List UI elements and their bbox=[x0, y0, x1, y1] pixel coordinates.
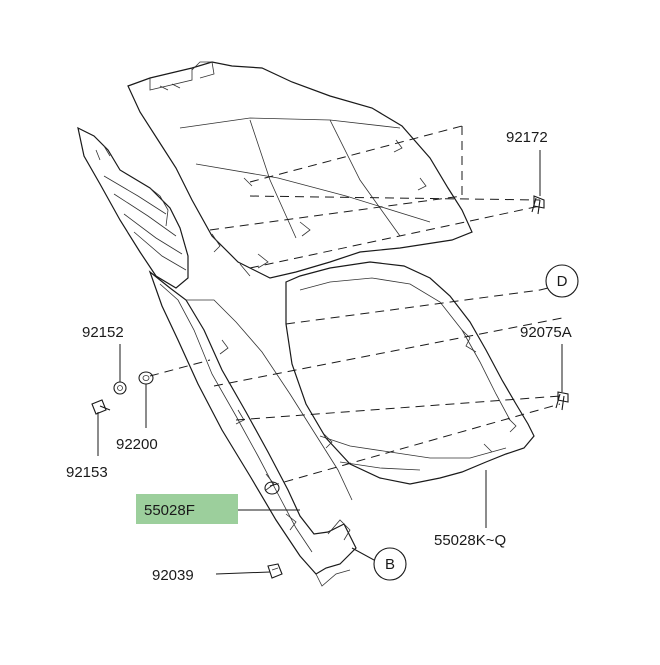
bolt-92153-icon bbox=[91, 399, 111, 415]
ref-circle-b[interactable]: B bbox=[373, 547, 407, 581]
part-label-92200[interactable]: 92200 bbox=[116, 436, 158, 453]
screw-92172-icon bbox=[531, 195, 545, 215]
ref-circle-d[interactable]: D bbox=[545, 264, 579, 298]
part-label-55028f[interactable]: 55028F bbox=[144, 502, 195, 519]
ref-label-b: B bbox=[385, 556, 395, 573]
screw-92075a-icon bbox=[555, 391, 569, 411]
lower-side-panel bbox=[148, 233, 357, 587]
left-vent-piece bbox=[77, 126, 189, 289]
washer-92200-icon bbox=[138, 371, 154, 385]
grommet-icon bbox=[264, 481, 280, 495]
part-label-55028k-q[interactable]: 55028K~Q bbox=[434, 532, 506, 549]
part-label-92172[interactable]: 92172 bbox=[506, 129, 548, 146]
assembly-dash-lines bbox=[149, 125, 563, 487]
clip-92039-icon bbox=[267, 563, 283, 579]
part-label-92039[interactable]: 92039 bbox=[152, 567, 194, 584]
upper-fairing-panel bbox=[127, 61, 473, 279]
nut-92152-icon bbox=[113, 381, 127, 395]
ref-label-d: D bbox=[557, 273, 568, 290]
highlight-box bbox=[136, 494, 238, 524]
part-label-92153[interactable]: 92153 bbox=[66, 464, 108, 481]
leader-lines bbox=[97, 150, 563, 575]
part-label-92152[interactable]: 92152 bbox=[82, 324, 124, 341]
part-label-92075a[interactable]: 92075A bbox=[520, 324, 572, 341]
